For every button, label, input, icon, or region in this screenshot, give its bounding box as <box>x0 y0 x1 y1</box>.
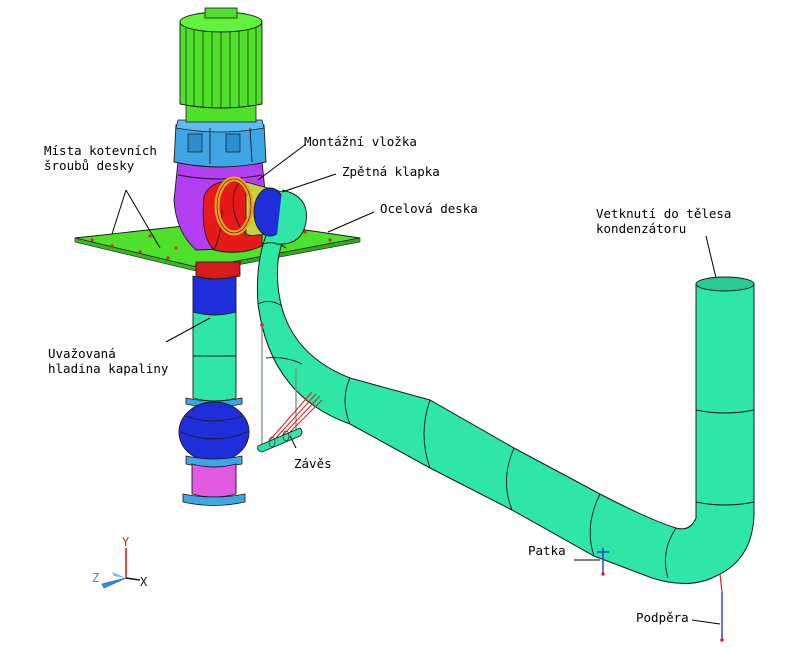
label-liquid-level-line: hladina kapaliny <box>48 361 169 376</box>
label-check-valve: Zpětná klapka <box>342 164 440 179</box>
label-steel-plate-line: Ocelová deska <box>380 201 478 216</box>
label-hanger: Závěs <box>294 456 332 471</box>
pipe-support <box>719 573 724 642</box>
pipe-foot <box>597 548 609 576</box>
label-check-valve-line: Zpětná klapka <box>342 164 440 179</box>
axis-triad: Y Z X <box>92 535 148 589</box>
mounting-insert-ring <box>214 176 254 236</box>
label-liquid-level-line: Uvažovaná <box>48 346 116 361</box>
axis-y-label: Y <box>122 535 130 549</box>
label-hanger-line: Závěs <box>294 456 332 471</box>
label-support: Podpěra <box>636 610 689 625</box>
label-mounting-insert: Montážní vložka <box>304 134 417 149</box>
discharge-pipe <box>256 213 755 585</box>
suction-column <box>178 261 250 506</box>
label-clamping-line: kondenzátoru <box>596 221 686 236</box>
label-foot-line: Patka <box>528 543 566 558</box>
hanger <box>257 323 323 453</box>
axis-z-label: Z <box>92 571 99 585</box>
coupling-housing <box>173 119 267 168</box>
axis-x-label: X <box>140 575 148 589</box>
label-clamping-line: Vetknutí do tělesa <box>596 206 731 221</box>
label-support-line: Podpěra <box>636 610 689 625</box>
electric-motor <box>179 7 263 123</box>
label-foot: Patka <box>528 543 566 558</box>
label-mounting-insert-line: Montážní vložka <box>304 134 417 149</box>
leader-lines <box>111 143 721 625</box>
label-anchor-bolts-line: šroubů desky <box>44 158 135 173</box>
label-steel-plate: Ocelová deska <box>380 201 478 216</box>
label-anchor-bolts-line: Místa kotevních <box>44 143 157 158</box>
check-valve-assembly <box>232 179 307 245</box>
